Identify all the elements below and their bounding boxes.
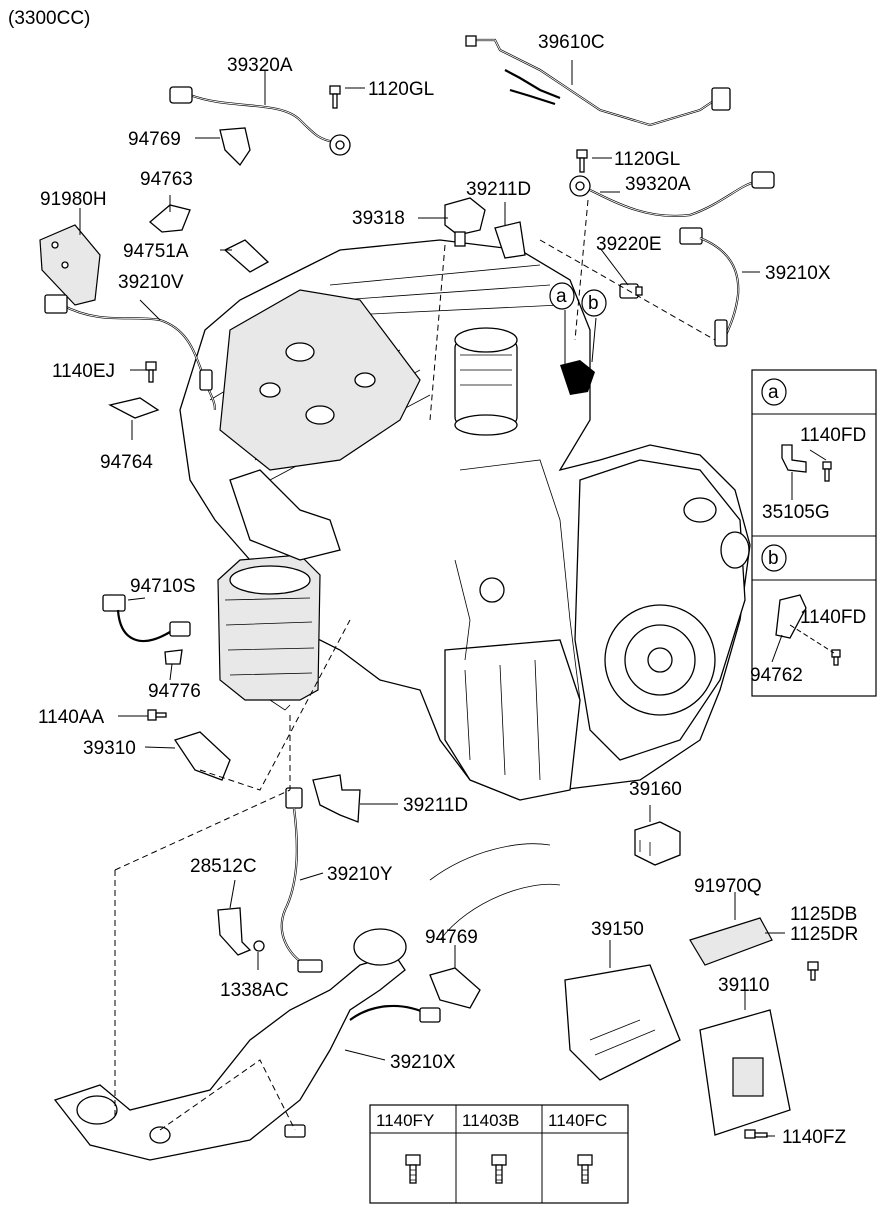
clip-94776 [164, 649, 183, 665]
callout-91980H: 91980H [40, 189, 107, 210]
sensor-39310 [173, 731, 231, 781]
oxygen-sensor-39210X-top [679, 227, 740, 347]
callout-39220E: 39220E [596, 234, 662, 255]
callout-1125DB: 1125DB [790, 904, 857, 925]
bolt-table: 1140FY 11403B 1140FC [369, 1104, 629, 1204]
callout-39210Y: 39210Y [327, 864, 393, 885]
bolt-table-header-1: 1140FY [376, 1111, 434, 1130]
ecm-bracket-39150 [564, 964, 681, 1081]
knock-sensor-39320A-top [169, 86, 351, 156]
callout-39210V: 39210V [118, 272, 184, 293]
bolt-icon-1 [405, 1154, 421, 1184]
marker-a: a [549, 282, 575, 310]
callout-94763: 94763 [140, 169, 193, 190]
bolt-1140EJ [145, 361, 157, 383]
callout-39160: 39160 [629, 779, 682, 800]
detail-b-label-1140FD: 1140FD [800, 607, 866, 628]
sensor-39318 [444, 197, 486, 247]
callout-28512C: 28512C [190, 856, 257, 877]
detail-a-label-1140FD: 1140FD [800, 425, 866, 446]
detail-a-part [781, 444, 832, 500]
svg-text:a: a [768, 382, 779, 403]
bracket-94769-top [219, 127, 251, 167]
callout-94764: 94764 [100, 452, 153, 473]
callout-1338AC: 1338AC [220, 980, 289, 1001]
exhaust-pipe-assembly [53, 843, 561, 1161]
callout-39210X-low: 39210X [390, 1052, 456, 1073]
callout-39610C: 39610C [538, 32, 605, 53]
cover-91970Q [689, 917, 773, 966]
bracket-39211D-top [494, 221, 526, 259]
callout-1125DR: 1125DR [790, 924, 858, 945]
callout-1120GL-mid: 1120GL [614, 149, 680, 170]
callout-1140AA: 1140AA [38, 707, 105, 728]
bracket-28512C [217, 907, 265, 956]
svg-text:b: b [588, 293, 599, 314]
bolt-1120GL-top [329, 85, 341, 109]
callout-39211D-top: 39211D [466, 179, 531, 200]
bolt-1140FZ [744, 1129, 768, 1139]
detail-a-header: a [761, 378, 787, 406]
bolt-table-header-3: 1140FC [548, 1111, 607, 1130]
callout-91970Q: 91970Q [694, 876, 762, 897]
ecm-39110 [699, 1009, 791, 1136]
detail-b-part [771, 594, 841, 666]
bracket-94751A [223, 239, 270, 273]
callout-94710S: 94710S [130, 576, 196, 597]
oxygen-sensor-39210V [44, 294, 217, 411]
bracket-94763 [148, 204, 191, 233]
callout-39320A-mid: 39320A [625, 174, 691, 195]
heat-shield-91980H [39, 224, 101, 306]
harness-39610C [465, 35, 731, 127]
callout-94751A: 94751A [123, 241, 189, 262]
callout-1140EJ: 1140EJ [52, 361, 115, 382]
engine-spec-label: (3300CC) [8, 8, 90, 29]
callout-39320A-top: 39320A [227, 55, 293, 76]
callout-94769-top: 94769 [128, 129, 181, 150]
bolt-icon-3 [577, 1154, 593, 1184]
callout-39210X-top: 39210X [765, 263, 831, 284]
sensor-94710S [102, 594, 191, 642]
callout-94776: 94776 [148, 681, 201, 702]
svg-text:b: b [768, 548, 779, 569]
bolt-1120GL-mid [576, 149, 588, 173]
marker-b: b [581, 289, 607, 317]
relay-39160 [634, 821, 681, 866]
svg-text:a: a [556, 286, 567, 307]
callout-39110: 39110 [718, 975, 769, 996]
bolt-1140AA [147, 709, 167, 721]
callout-39318: 39318 [352, 208, 405, 229]
knock-sensor-39320A-mid [569, 171, 775, 217]
bracket-94764 [108, 397, 160, 419]
engine-assembly [179, 239, 751, 801]
oxygen-sensor-39210Y [280, 787, 323, 973]
leader-lines [79, 60, 785, 1137]
detail-b-label-94762: 94762 [750, 665, 803, 686]
bolt-table-header-2: 11403B [462, 1111, 519, 1130]
callout-39150: 39150 [591, 919, 644, 940]
detail-panel: a 1140FD 35105G b 1140FD 94762 [750, 369, 877, 697]
bracket-39211D-low [312, 774, 361, 823]
detail-b-header: b [761, 544, 787, 572]
bolt-1125DB [807, 961, 819, 981]
callout-39211D-low: 39211D [403, 795, 468, 816]
callout-1120GL-top: 1120GL [368, 79, 434, 100]
callout-94769-low: 94769 [425, 927, 478, 948]
bracket-94769-low [429, 967, 481, 1009]
callout-39310: 39310 [83, 738, 136, 759]
callout-labels: 39320A 1120GL 39610C 94769 94763 91980H … [38, 32, 858, 1148]
callout-1140FZ: 1140FZ [782, 1127, 846, 1148]
detail-a-label-35105G: 35105G [762, 502, 830, 523]
bolt-icon-2 [491, 1154, 507, 1184]
